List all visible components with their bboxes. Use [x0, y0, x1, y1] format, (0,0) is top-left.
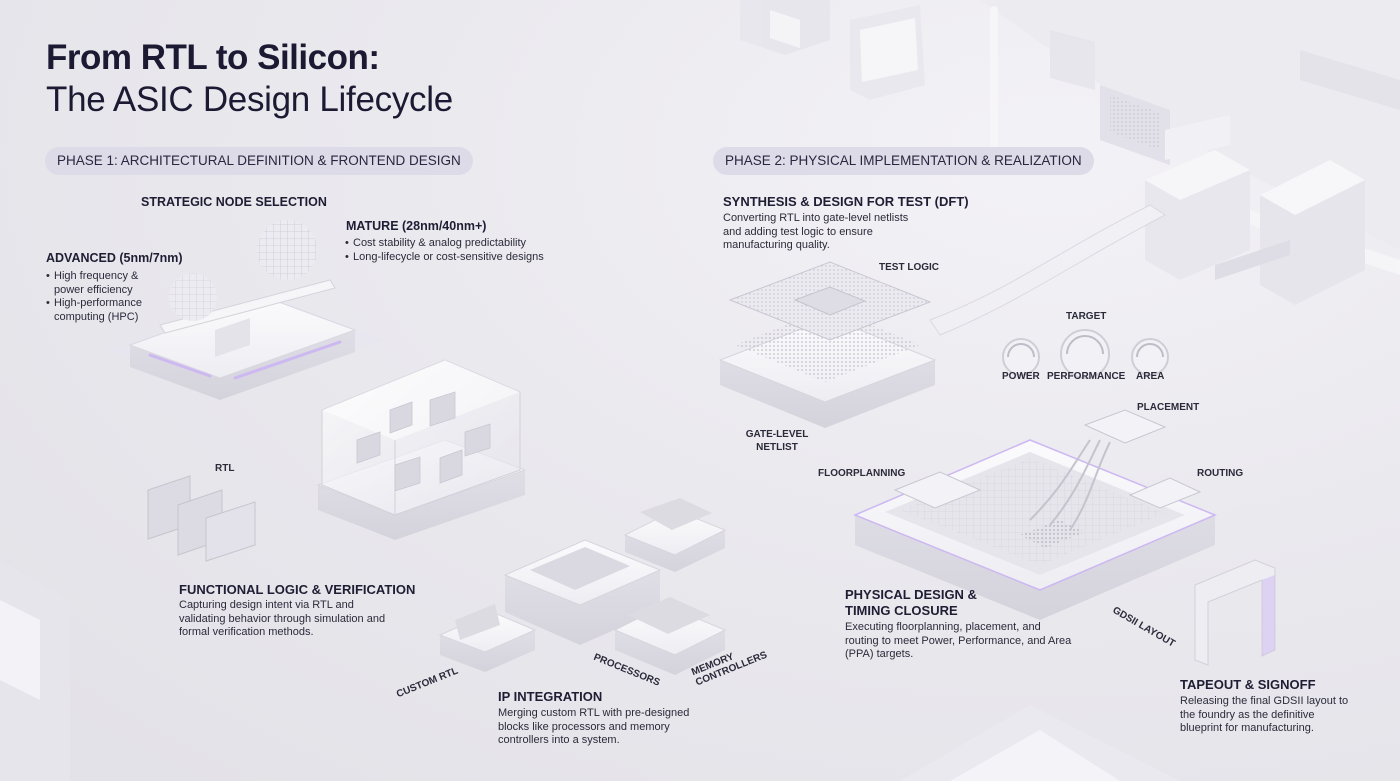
rtl-label: RTL	[215, 463, 235, 474]
tapeout-title: TAPEOUT & SIGNOFF	[1180, 677, 1316, 692]
ip-desc: Merging custom RTL with pre-designed blo…	[498, 707, 690, 746]
test-logic-label: TEST LOGIC	[879, 262, 939, 273]
ip-blocks	[438, 498, 727, 675]
ppa-performance-label: PERFORMANCE	[1047, 371, 1126, 382]
advanced-bullet: High-performance computing (HPC)	[46, 297, 161, 324]
synthesis-title: SYNTHESIS & DESIGN FOR TEST (DFT)	[723, 194, 969, 209]
rtl-screens	[147, 475, 256, 562]
advanced-bullets: High frequency & power efficiency High-p…	[46, 270, 161, 324]
physical-desc: Executing floorplanning, placement, and …	[845, 621, 1072, 660]
ppa-power-label: POWER	[1002, 371, 1040, 382]
node-selection-platform	[105, 220, 385, 400]
placement-label: PLACEMENT	[1137, 402, 1200, 413]
functional-desc: Capturing design intent via RTL and vali…	[179, 599, 386, 638]
physical-design-board	[853, 409, 1217, 620]
mature-bullet: Long-lifecycle or cost-sensitive designs	[345, 251, 575, 265]
title-line2: The ASIC Design Lifecycle	[46, 80, 453, 119]
floorplanning-label: FLOORPLANNING	[818, 468, 906, 479]
synthesis-desc: Converting RTL into gate-level netlists …	[723, 212, 909, 251]
mature-title: MATURE (28nm/40nm+)	[346, 219, 487, 233]
functional-title: FUNCTIONAL LOGIC & VERIFICATION	[179, 582, 416, 597]
phase1-pill: PHASE 1: ARCHITECTURAL DEFINITION & FRON…	[45, 147, 473, 175]
physical-title: PHYSICAL DESIGN & TIMING CLOSURE	[845, 587, 977, 618]
ip-title: IP INTEGRATION	[498, 689, 603, 704]
title-line1: From RTL to Silicon:	[46, 38, 380, 77]
tapeout-desc: Releasing the final GDSII layout to the …	[1180, 695, 1349, 734]
netlist-label: GATE-LEVEL NETLIST	[745, 429, 809, 453]
node-selection-heading: STRATEGIC NODE SELECTION	[141, 195, 327, 209]
synthesis-chip-stack	[718, 261, 937, 428]
advanced-bullet: High frequency & power efficiency	[46, 270, 161, 297]
tapeout-gate	[1194, 559, 1276, 666]
routing-label: ROUTING	[1197, 468, 1244, 479]
ppa-area-label: AREA	[1136, 371, 1165, 382]
mature-bullet: Cost stability & analog predictability	[345, 237, 575, 251]
factory-backdrop	[740, 0, 1400, 336]
ppa-gauges	[1002, 329, 1169, 379]
phase2-pill: PHASE 2: PHYSICAL IMPLEMENTATION & REALI…	[713, 147, 1094, 175]
ppa-target-label: TARGET	[1066, 311, 1107, 322]
verification-glass-box	[316, 359, 527, 540]
advanced-title: ADVANCED (5nm/7nm)	[46, 251, 183, 265]
mature-bullets: Cost stability & analog predictability L…	[345, 237, 575, 264]
